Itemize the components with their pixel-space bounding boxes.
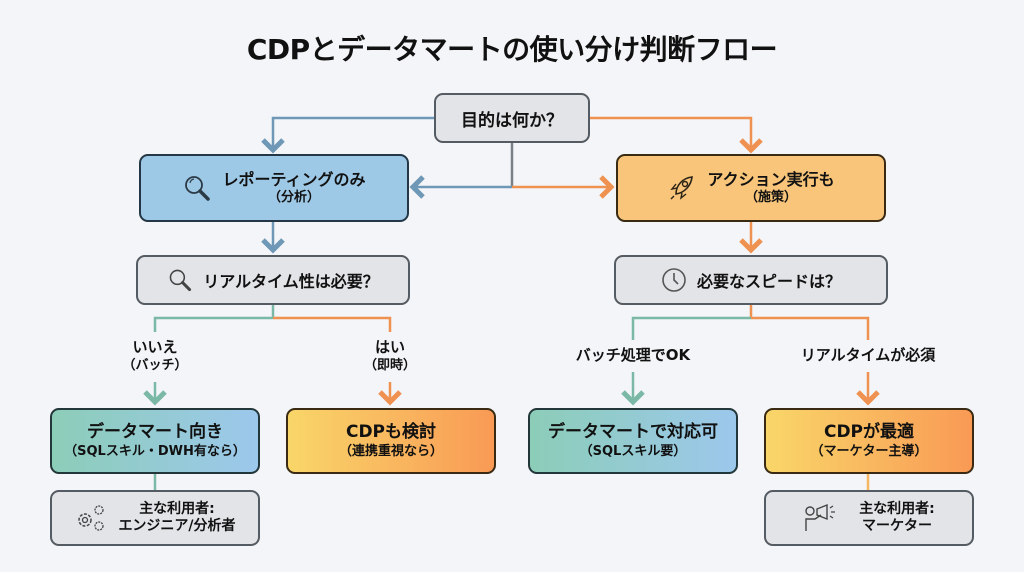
page-title: CDPとデータマートの使い分け判断フロー (246, 33, 778, 66)
node-users-marketer-main: 主な利用者: (859, 500, 935, 517)
node-cdp-best-sub: （マーケター主導） (810, 443, 928, 459)
node-datamart-ok-main: データマートで対応可 (548, 422, 718, 443)
rocket-icon (667, 173, 697, 203)
node-datamart-ok-sub: （SQLスキル要） (579, 443, 687, 459)
node-datamart-ok: データマートで対応可 （SQLスキル要） (528, 408, 738, 474)
node-cdp-best: CDPが最適 （マーケター主導） (764, 408, 974, 474)
node-root-question: 目的は何か？ (434, 93, 590, 143)
node-users-marketer: 主な利用者: マーケター (764, 490, 974, 546)
node-datamart-fit-sub: （SQLスキル・DWH有なら） (64, 443, 246, 459)
node-speed-label: 必要なスピードは？ (696, 272, 841, 291)
edge-label-yes: はい （即時） (350, 338, 430, 375)
node-users-engineer-main: 主な利用者: (139, 500, 215, 517)
clock-icon (661, 267, 687, 293)
node-cdp-best-main: CDPが最適 (823, 422, 915, 443)
magnifier-icon (167, 267, 193, 293)
node-users-marketer-sub: マーケター (861, 518, 932, 534)
edge-label-no: いいえ （バッチ） (110, 338, 200, 375)
edge-label-realtime-required: リアルタイムが必須 (778, 346, 958, 366)
edge-speed-batch (631, 316, 751, 340)
node-datamart-fit-main: データマート向き (87, 422, 223, 443)
edge-root-action-top (590, 116, 763, 154)
node-speed-question: 必要なスピードは？ (614, 255, 888, 305)
edge-label-no-main: いいえ (132, 338, 178, 356)
node-cdp-consider: CDPも検討 （連携重視なら） (286, 408, 496, 474)
node-users-engineer-sub: エンジニア/分析者 (118, 518, 236, 534)
edge-label-no-sub: （バッチ） (122, 357, 188, 373)
node-datamart-fit: データマート向き （SQLスキル・DWH有なら） (50, 408, 260, 474)
edge-realtime-no (153, 316, 273, 332)
node-action-execution: アクション実行も （施策） (616, 154, 886, 222)
node-cdp-consider-sub: （連携重視なら） (338, 443, 443, 459)
edge-label-yes-sub: （即時） (363, 357, 416, 373)
node-reporting-sub: （分析） (267, 189, 320, 205)
node-cdp-consider-main: CDPも検討 (345, 422, 437, 443)
gears-icon (74, 503, 108, 533)
node-realtime-question: リアルタイム性は必要？ (136, 255, 410, 305)
edge-label-yes-main: はい (374, 338, 405, 356)
edge-label-batch-ok-main: バッチ処理でOK (575, 346, 691, 364)
edge-realtime-yes (273, 316, 392, 332)
magnifier-icon (182, 173, 212, 203)
node-root-label: 目的は何か？ (461, 110, 563, 131)
edge-label-batch-ok: バッチ処理でOK (553, 346, 713, 366)
edge-root-reporting-top (261, 116, 434, 154)
edge-speed-realtime (751, 316, 870, 340)
node-action-sub: （施策） (744, 189, 797, 205)
node-reporting-only: レポーティングのみ （分析） (139, 154, 409, 222)
node-action-main: アクション実行も (707, 169, 835, 189)
edge-label-realtime-required-main: リアルタイムが必須 (800, 346, 936, 364)
node-realtime-label: リアルタイム性は必要？ (203, 272, 379, 291)
megaphone-person-icon (803, 503, 837, 533)
node-users-engineer: 主な利用者: エンジニア/分析者 (50, 490, 260, 546)
node-reporting-main: レポーティングのみ (222, 169, 366, 189)
